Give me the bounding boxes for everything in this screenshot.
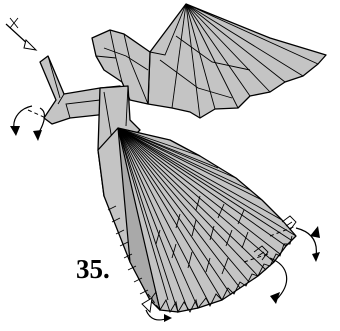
- step-number: 35.: [76, 254, 110, 285]
- upper-wing: [148, 4, 326, 118]
- lower-fan: [98, 128, 296, 312]
- arrow-hand-left: [10, 106, 46, 141]
- arrow-top-left: [6, 18, 36, 50]
